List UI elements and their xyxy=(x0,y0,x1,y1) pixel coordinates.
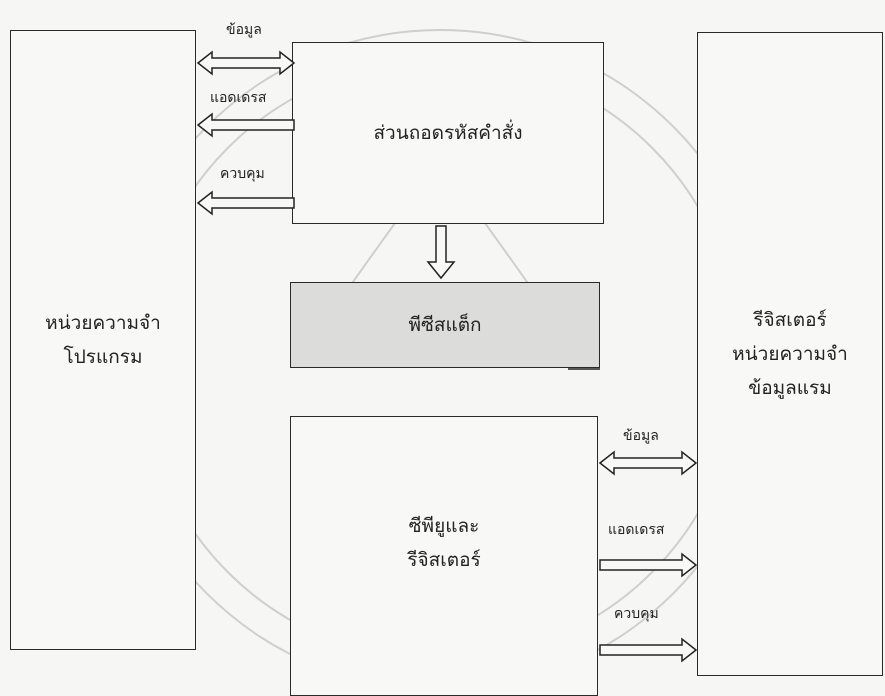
register-ram-label-line2: หน่วยความจำ xyxy=(732,343,848,365)
register-ram-label-line1: รีจิสเตอร์ xyxy=(753,309,827,331)
cpu-registers-label-line1: ซีพียูและ xyxy=(408,515,480,537)
top-address-arrow xyxy=(196,112,295,138)
bottom-control-label: ควบคุม xyxy=(614,606,659,622)
program-memory-label-line2: โปรแกรม xyxy=(63,346,143,368)
register-data-ram-block: รีจิสเตอร์ หน่วยความจำ ข้อมูลแรม xyxy=(697,32,883,676)
pc-stack-block: พีซีสแต็ก xyxy=(290,282,600,368)
bottom-data-arrow xyxy=(598,450,698,476)
pc-stack-label: พีซีสแต็ก xyxy=(408,314,482,336)
top-data-label: ข้อมูล xyxy=(226,22,262,38)
register-ram-label-line3: ข้อมูลแรม xyxy=(748,377,832,399)
bottom-data-label: ข้อมูล xyxy=(623,428,659,444)
program-memory-label-line1: หน่วยความจำ xyxy=(45,312,161,334)
top-control-arrow xyxy=(196,190,295,216)
instruction-decoder-label: ส่วนถอดรหัสคำสั่ง xyxy=(373,122,523,144)
top-address-label: แอดเดรส xyxy=(210,90,267,106)
bottom-address-label: แอดเดรส xyxy=(608,522,665,538)
bottom-address-arrow xyxy=(599,552,698,578)
top-data-arrow xyxy=(196,50,296,76)
bus-arrows xyxy=(196,50,698,663)
cpu-registers-block: ซีพียูและ รีจิสเตอร์ xyxy=(290,416,598,696)
cpu-registers-label-line2: รีจิสเตอร์ xyxy=(407,549,481,571)
top-control-label: ควบคุม xyxy=(220,166,265,182)
decoder-to-pcstack-arrow xyxy=(426,225,456,280)
instruction-decoder-block: ส่วนถอดรหัสคำสั่ง xyxy=(292,42,604,224)
program-memory-block: หน่วยความจำ โปรแกรม xyxy=(10,30,196,650)
bottom-control-arrow xyxy=(599,637,698,663)
